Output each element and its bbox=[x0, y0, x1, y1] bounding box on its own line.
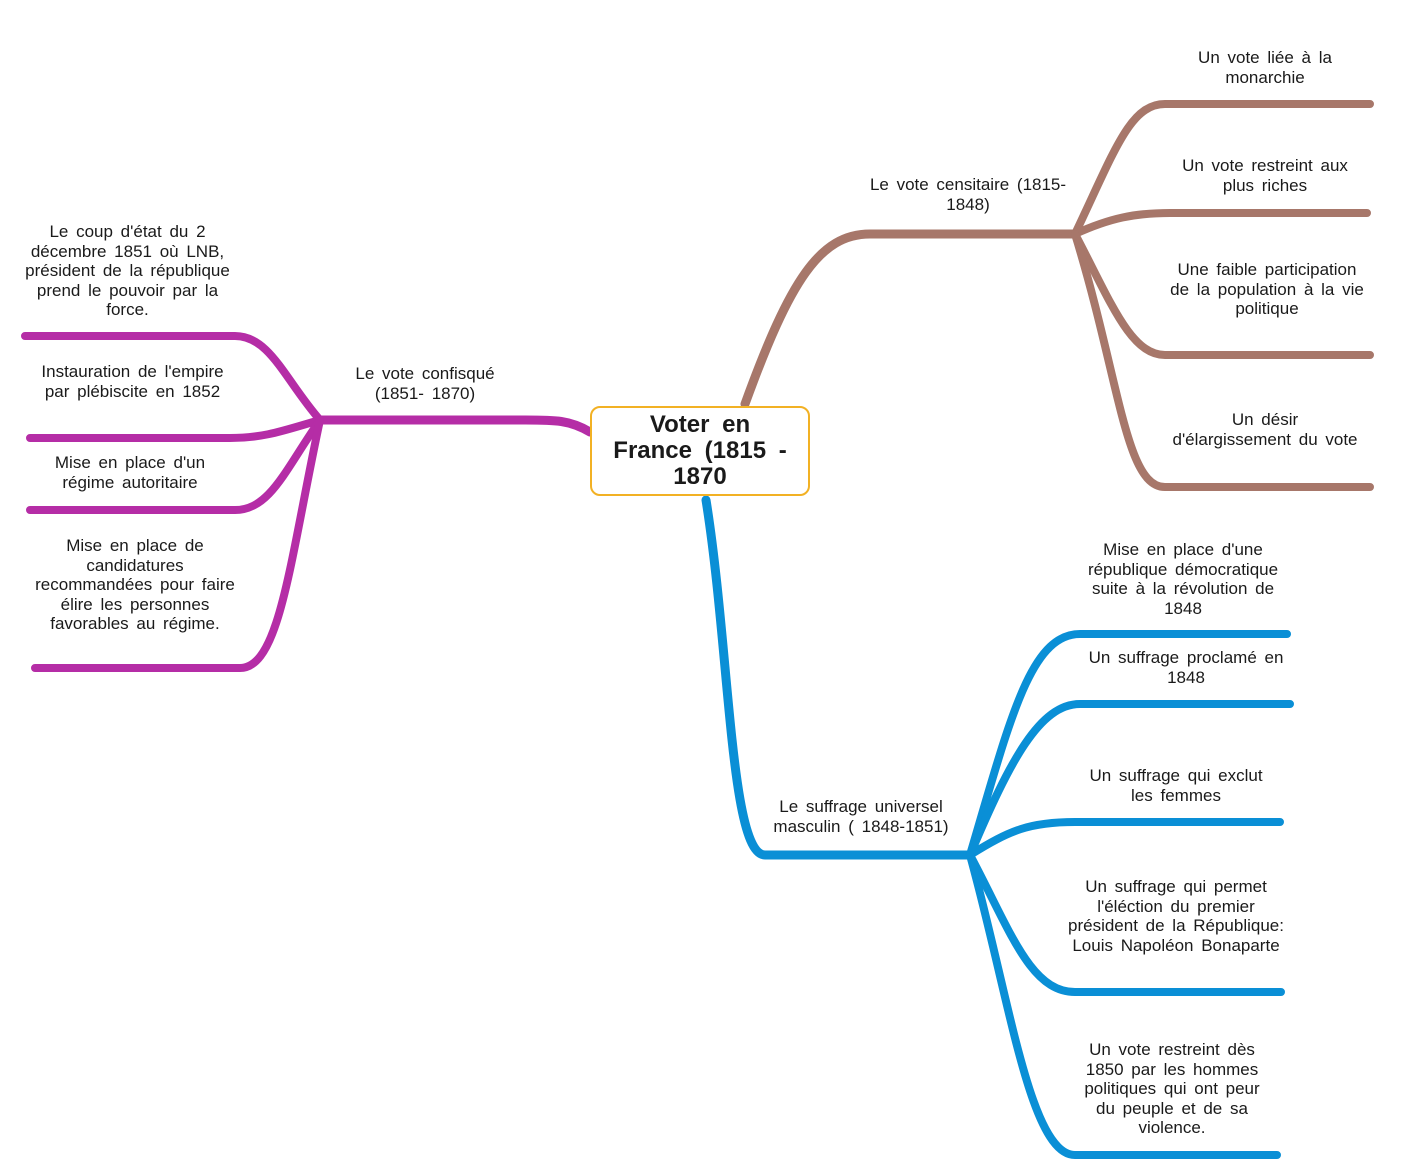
link-center-censitaire bbox=[740, 229, 1080, 409]
link-censitaire-leaf-4 bbox=[1071, 230, 1374, 491]
leaf-universel-4[interactable]: Un suffrage qui permet l'éléction du pre… bbox=[1068, 877, 1284, 955]
leaf-universel-5[interactable]: Un vote restreint dès 1850 par les homme… bbox=[1084, 1040, 1260, 1137]
leaf-censitaire-3[interactable]: Une faible participation de la populatio… bbox=[1170, 260, 1364, 318]
link-universel-leaf-2 bbox=[966, 700, 1294, 859]
link-censitaire-leaf-1 bbox=[1071, 100, 1374, 238]
link-universel-leaf-5 bbox=[966, 851, 1281, 1159]
branch-label-confisque[interactable]: Le vote confisqué (1851- 1870) bbox=[355, 364, 495, 403]
leaf-confisque-3[interactable]: Mise en place d'un régime autoritaire bbox=[54, 453, 206, 492]
link-confisque-leaf-2 bbox=[26, 416, 324, 442]
link-universel-leaf-3 bbox=[966, 818, 1284, 859]
link-confisque-leaf-4 bbox=[31, 416, 324, 672]
link-confisque-leaf-1 bbox=[21, 332, 324, 424]
leaf-universel-1[interactable]: Mise en place d'une république démocrati… bbox=[1087, 540, 1279, 618]
leaf-censitaire-2[interactable]: Un vote restreint aux plus riches bbox=[1182, 156, 1348, 195]
leaf-universel-3[interactable]: Un suffrage qui exclut les femmes bbox=[1089, 766, 1263, 805]
leaf-universel-2[interactable]: Un suffrage proclamé en 1848 bbox=[1088, 648, 1284, 687]
link-censitaire-leaf-3 bbox=[1071, 230, 1374, 359]
link-censitaire-leaf-2 bbox=[1071, 209, 1371, 238]
link-center-universel bbox=[701, 495, 975, 860]
link-universel-leaf-1 bbox=[966, 630, 1291, 859]
leaf-confisque-4[interactable]: Mise en place de candidatures recommandé… bbox=[35, 536, 235, 633]
leaf-confisque-1[interactable]: Le coup d'état du 2 décembre 1851 où LNB… bbox=[25, 222, 230, 319]
link-center-confisque bbox=[315, 415, 595, 437]
branch-label-censitaire[interactable]: Le vote censitaire (1815-1848) bbox=[869, 175, 1067, 214]
central-topic[interactable]: Voter en France (1815 - 1870 bbox=[590, 406, 810, 496]
link-confisque-leaf-3 bbox=[26, 416, 324, 514]
leaf-confisque-2[interactable]: Instauration de l'empire par plébiscite … bbox=[41, 362, 224, 401]
link-universel-leaf-4 bbox=[966, 851, 1285, 996]
leaf-censitaire-4[interactable]: Un désir d'élargissement du vote bbox=[1172, 410, 1358, 449]
branch-label-universel[interactable]: Le suffrage universel masculin ( 1848-18… bbox=[773, 797, 949, 836]
leaf-censitaire-1[interactable]: Un vote liée à la monarchie bbox=[1198, 48, 1332, 87]
